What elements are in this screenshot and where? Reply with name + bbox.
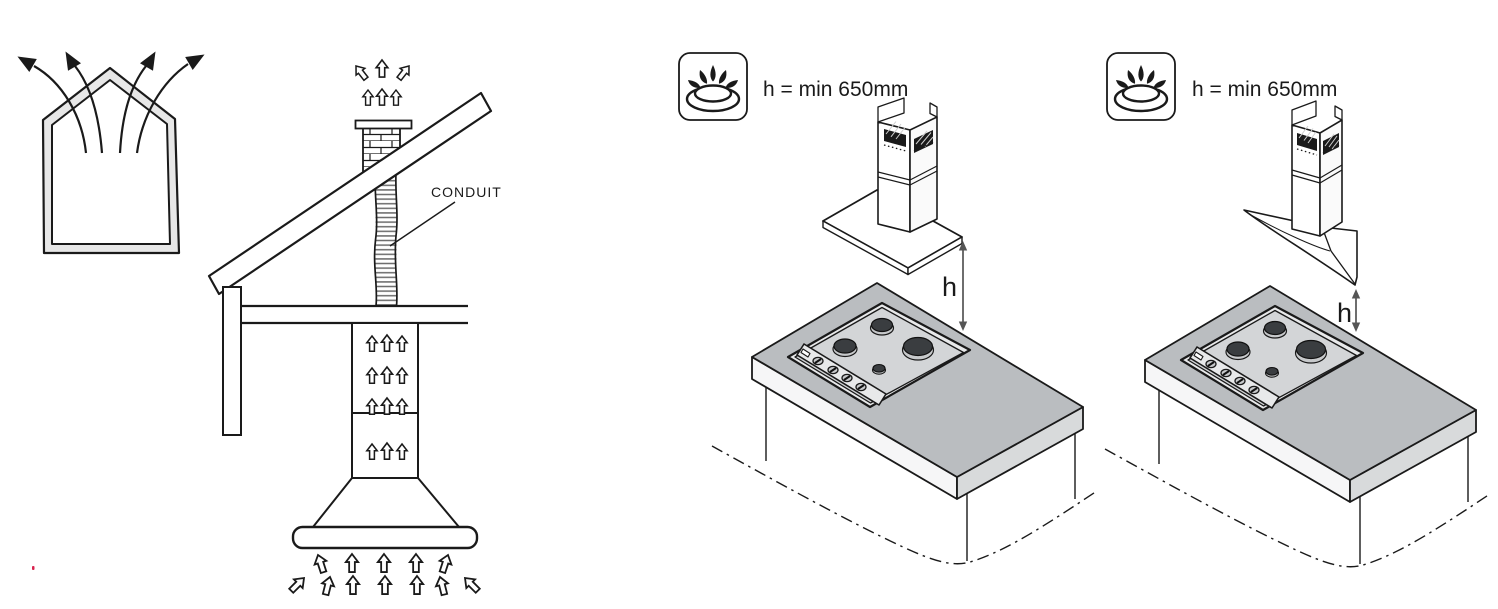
cooker-hood-section bbox=[285, 322, 484, 597]
scan-artifact-dot bbox=[32, 566, 35, 570]
kitchen-island-middle bbox=[710, 281, 1099, 565]
house-vent-icon bbox=[13, 47, 209, 255]
island-hood-angled bbox=[1243, 100, 1358, 286]
hood-flare bbox=[312, 477, 460, 528]
conduit-leader-line bbox=[389, 201, 456, 247]
house-wall bbox=[222, 286, 242, 436]
roof-rafter bbox=[207, 91, 493, 296]
dimension-label: h bbox=[942, 272, 957, 302]
min-height-note: h = min 650mm bbox=[763, 78, 908, 101]
height-dimension-middle: h bbox=[942, 241, 968, 331]
min-height-note: h = min 650mm bbox=[1192, 78, 1337, 101]
gas-hob-icon bbox=[1105, 51, 1177, 122]
conduit-label: CONDUIT bbox=[431, 184, 502, 200]
chimney-duct bbox=[877, 97, 938, 233]
kitchen-island-right bbox=[1103, 284, 1492, 568]
dimension-label: h bbox=[1337, 298, 1352, 328]
roof-cross-section bbox=[207, 59, 493, 436]
chimney-duct bbox=[1291, 100, 1343, 237]
height-dimension-right: h bbox=[1337, 289, 1361, 332]
intake-airflow-arrows bbox=[285, 552, 484, 597]
ceiling-slab-lines bbox=[241, 304, 468, 325]
exhaust-air-arrows bbox=[13, 47, 209, 154]
island-hood-flat bbox=[822, 97, 963, 276]
chimney-exhaust-arrows bbox=[350, 59, 415, 106]
gas-hob-icon bbox=[677, 51, 749, 122]
hood-base bbox=[291, 525, 479, 550]
